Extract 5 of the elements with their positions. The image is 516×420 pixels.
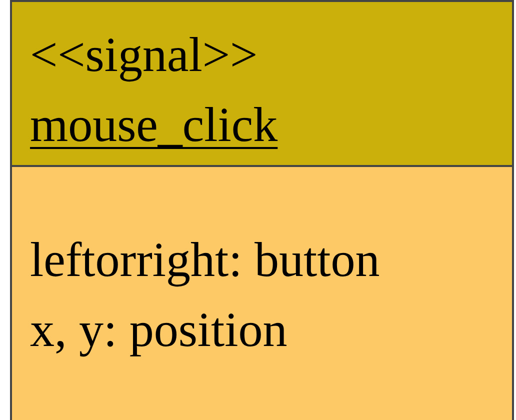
attribute-text: x, y: position [30, 301, 288, 359]
attribute-text: leftorright: button [30, 231, 380, 289]
class-name: mouse_click [30, 96, 278, 154]
class-box [10, 0, 514, 420]
stereotype-label: <<signal>> [30, 26, 258, 84]
